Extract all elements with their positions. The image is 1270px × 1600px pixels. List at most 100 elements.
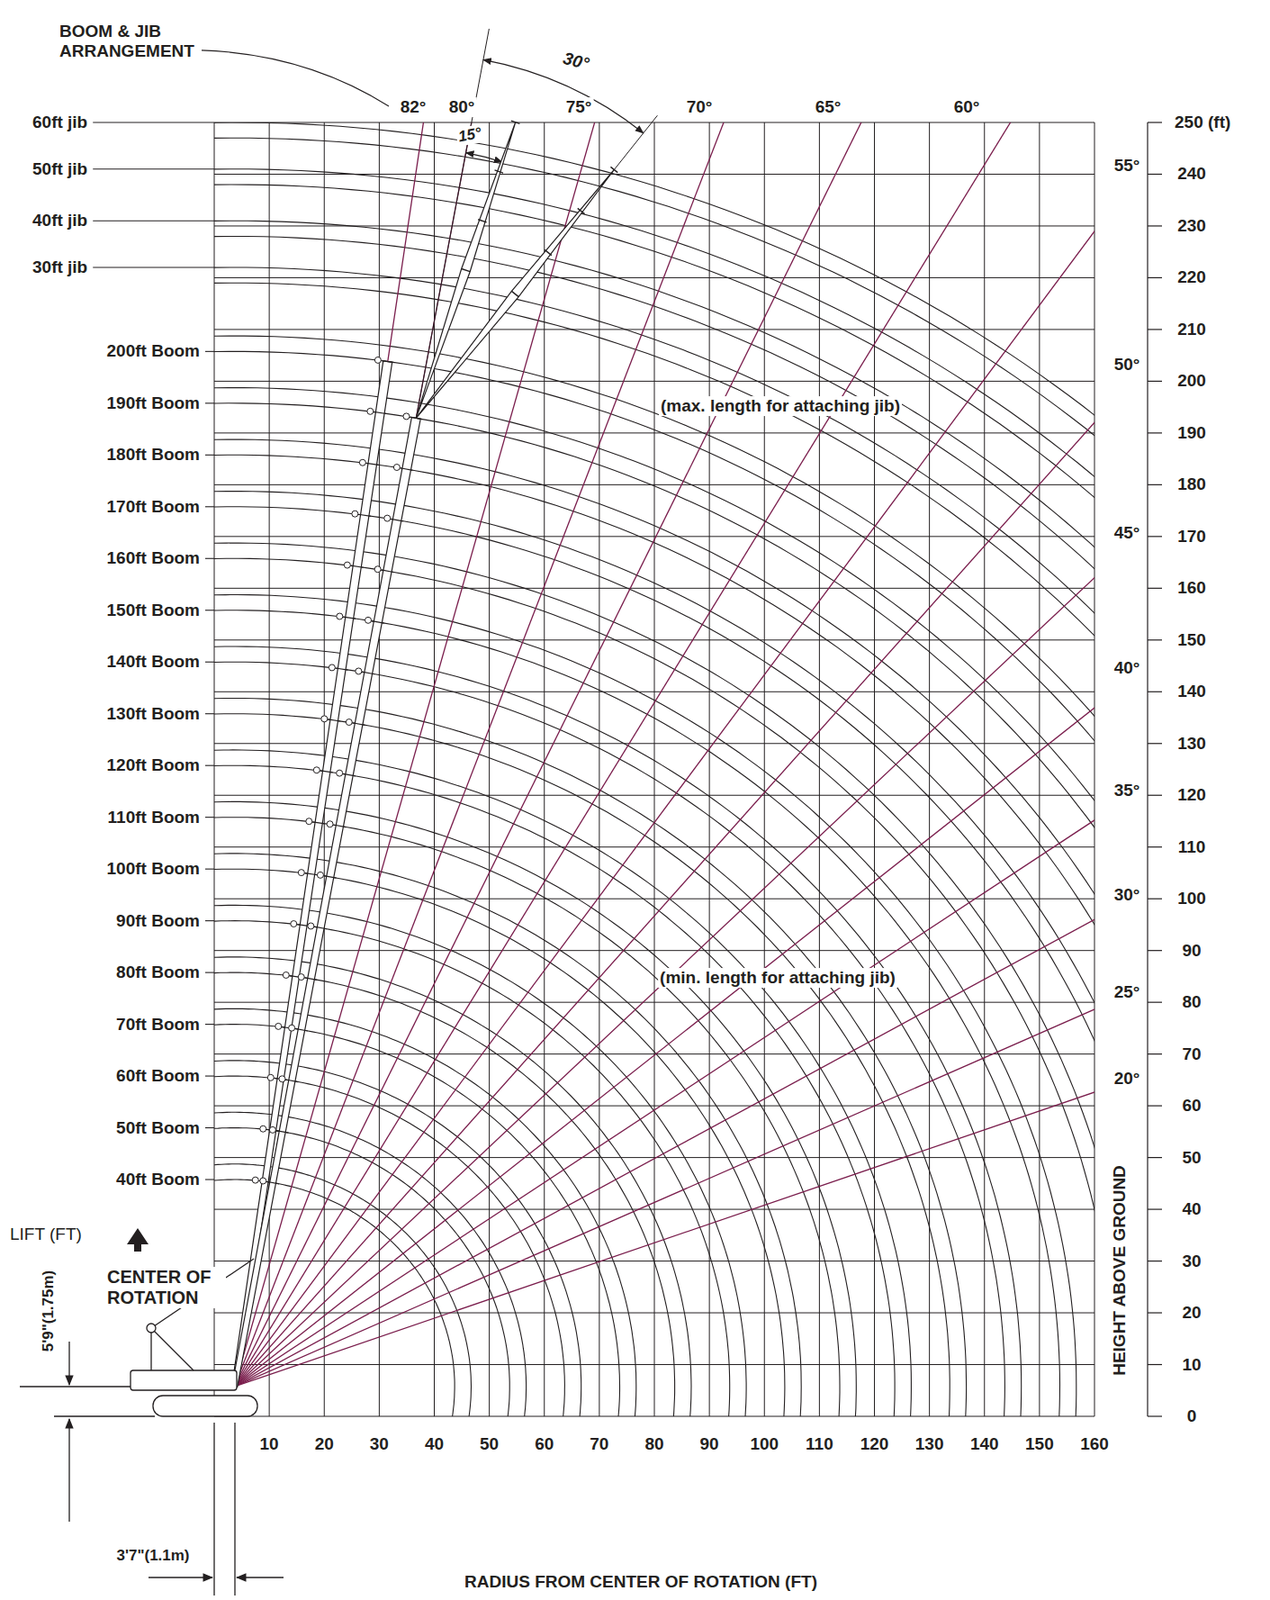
boom-sheave — [290, 920, 298, 928]
radius-value: 20 — [313, 1433, 336, 1454]
height-value: 100 — [1175, 888, 1208, 909]
height-value: 200 — [1175, 370, 1208, 391]
axis-tick — [1147, 639, 1162, 640]
grid-line — [214, 1001, 1095, 1003]
grid-line — [214, 1208, 1095, 1210]
boom-sheave — [355, 667, 362, 675]
leader-line — [92, 220, 215, 222]
axis-tick — [1147, 1311, 1162, 1313]
leader-line — [205, 816, 215, 818]
axis-tick — [1147, 691, 1162, 693]
radius-value: 160 — [1078, 1433, 1111, 1454]
axis-tick — [1147, 1001, 1162, 1003]
axis-tick — [1147, 1260, 1162, 1261]
leader-line — [205, 505, 215, 507]
boom-length-arc — [214, 267, 1095, 1416]
grid-line — [1038, 122, 1040, 1416]
boom-joint — [381, 569, 395, 573]
boom-joint — [366, 462, 379, 465]
radius-value: 100 — [747, 1433, 781, 1454]
axis-tick — [1147, 742, 1162, 744]
height-value: 120 — [1175, 784, 1208, 805]
boom-sheave — [374, 566, 381, 573]
boom-sheave — [282, 971, 289, 978]
angle-label: 82° — [398, 97, 429, 118]
boom-section — [232, 417, 422, 1388]
grid-line — [214, 1363, 1095, 1365]
boom-length-arc — [214, 1060, 582, 1416]
leader-line — [205, 1023, 215, 1025]
height-value: 40 — [1179, 1198, 1203, 1219]
boom-illustration — [232, 120, 619, 1387]
leader-line — [92, 121, 215, 123]
jib — [415, 170, 614, 419]
grid-line — [214, 691, 1095, 693]
leader-line — [205, 402, 215, 404]
grid-line — [214, 535, 1095, 537]
height-value: 190 — [1175, 423, 1208, 443]
radius-value: 150 — [1023, 1433, 1056, 1454]
axis-tick — [1147, 432, 1162, 433]
axis-tick — [1147, 794, 1162, 796]
boom-sheave — [307, 922, 315, 929]
boom-sheave — [297, 869, 305, 876]
dimension-arrow — [236, 1576, 284, 1577]
grid-line — [488, 122, 490, 1416]
boom-joint — [305, 873, 318, 875]
boom-joint — [266, 1180, 280, 1184]
leader-line — [92, 266, 215, 268]
boom-angle-line — [234, 198, 1095, 1387]
boom-length-arc — [214, 169, 1095, 1416]
boom-sheave — [374, 356, 381, 363]
boom-joint — [358, 513, 371, 516]
jib — [415, 122, 515, 419]
axis-tick — [1147, 949, 1162, 951]
offset-angle-arc — [466, 153, 503, 163]
jib-joint — [544, 249, 552, 255]
angle-label: 55° — [1112, 155, 1143, 176]
grid-line — [1094, 122, 1096, 1416]
dimension-label: 5'9"(1.75m) — [39, 1268, 58, 1354]
dimension-label: 3'7"(1.1m) — [114, 1546, 191, 1565]
grid-line — [214, 484, 1095, 486]
angle-label: 60° — [952, 97, 982, 118]
boom-joint — [320, 770, 334, 773]
boom-sheave — [306, 818, 313, 825]
boom-sheave — [316, 871, 324, 878]
grid-line — [214, 328, 1095, 330]
grid-line — [819, 122, 820, 1416]
axis-tick — [1147, 225, 1162, 226]
boom-length-arc — [214, 542, 1095, 1416]
radius-value: 40 — [423, 1433, 446, 1454]
grid-line — [214, 1415, 1095, 1417]
boom-joint — [351, 565, 364, 568]
axis-title: HEIGHT ABOVE GROUND — [1109, 1162, 1130, 1378]
boom-sheave — [267, 1073, 274, 1081]
grid-line — [214, 122, 216, 1416]
boom-length-arc — [214, 439, 1095, 1416]
axis-tick — [1147, 587, 1162, 589]
boom-length-arc — [214, 1008, 637, 1416]
boom-joint — [276, 1130, 289, 1134]
crawler — [153, 1395, 258, 1416]
boom-angle-line — [234, 122, 805, 1387]
radius-value: 130 — [913, 1433, 946, 1454]
boom-sheave — [351, 510, 359, 517]
angle-annotations — [415, 28, 658, 418]
angle-label: 30° — [1112, 884, 1143, 905]
grid-line — [654, 122, 656, 1416]
jib-length-label: 40ft jib — [30, 210, 90, 231]
boom-joint — [371, 621, 385, 624]
dimension-extension — [234, 1422, 235, 1595]
grid-line — [709, 122, 711, 1416]
radius-value: 50 — [477, 1433, 501, 1454]
crane-body — [19, 1227, 284, 1595]
boom-length-label: 200ft Boom — [105, 341, 202, 361]
grid-line — [873, 122, 875, 1416]
height-value: 90 — [1179, 940, 1203, 961]
boom-arcs — [214, 122, 1095, 1416]
axis-tick — [1147, 173, 1162, 175]
mast-sheave — [146, 1323, 156, 1333]
angle-label: 35° — [1112, 780, 1143, 801]
boom-length-arc — [214, 713, 950, 1416]
